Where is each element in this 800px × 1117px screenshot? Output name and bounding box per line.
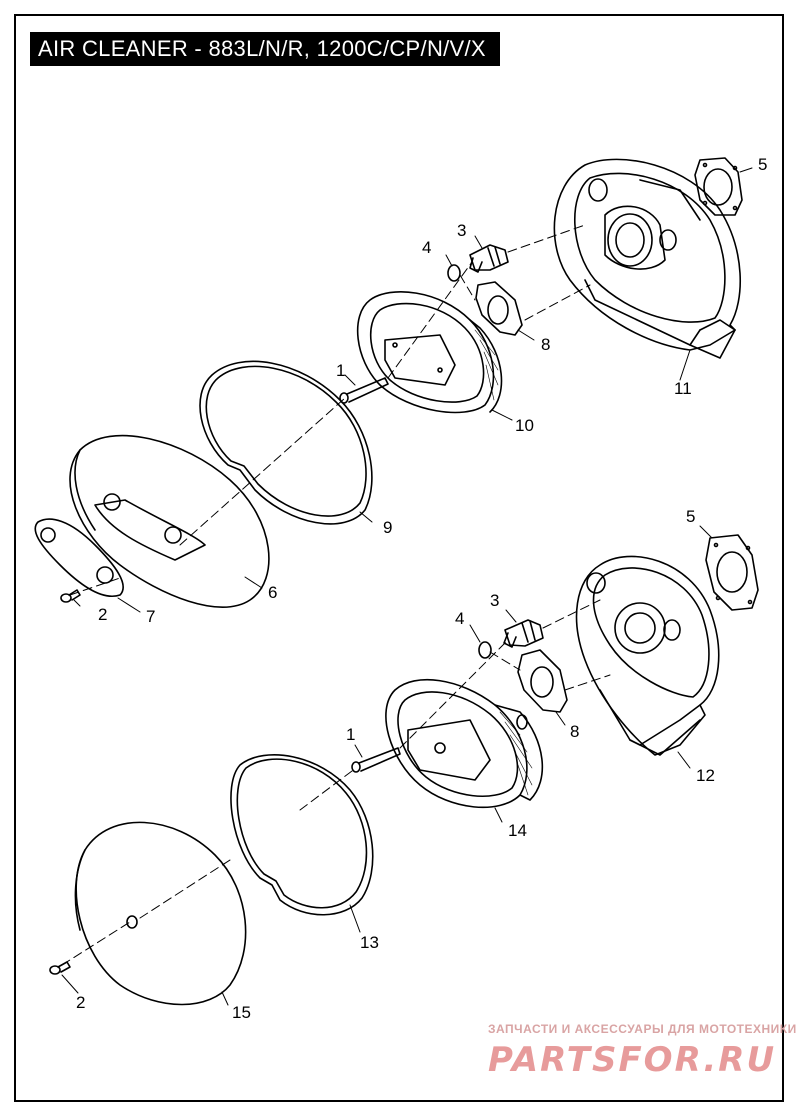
callout-bottom-12: 12 xyxy=(696,766,715,785)
screw-top-part1 xyxy=(339,377,389,404)
watermark-logo: PARTSFOR.RU xyxy=(488,1040,777,1080)
diagram-title: AIR CLEANER - 883L/N/R, 1200C/CP/N/V/X xyxy=(30,32,500,66)
seal-ring-bottom-part13 xyxy=(230,754,374,916)
callout-top-9: 9 xyxy=(383,518,392,537)
backplate-bottom-part12 xyxy=(575,555,720,756)
gasket-top-part5 xyxy=(694,157,743,216)
cover-bottom-part15 xyxy=(74,821,247,1006)
o-ring-bottom-part4 xyxy=(478,641,492,659)
callout-top-4: 4 xyxy=(422,238,431,257)
callout-bottom-2: 2 xyxy=(76,993,85,1012)
callout-top-1: 1 xyxy=(336,361,345,380)
callout-bottom-4: 4 xyxy=(455,609,464,628)
gasket-top-part8 xyxy=(475,281,523,336)
callout-top-3: 3 xyxy=(457,221,466,240)
gasket-bottom-part5 xyxy=(705,534,759,611)
watermark-tagline: ЗАПЧАСТИ И АКСЕССУАРЫ ДЛЯ МОТОТЕХНИКИ xyxy=(488,1022,797,1036)
callout-bottom-14: 14 xyxy=(508,821,527,840)
filter-element-bottom-part14 xyxy=(385,678,544,809)
screw-top-part2 xyxy=(60,589,81,603)
callout-bottom-1: 1 xyxy=(346,725,355,744)
callout-top-7: 7 xyxy=(146,607,155,626)
callout-bottom-13: 13 xyxy=(360,933,379,952)
seal-ring-top-part9 xyxy=(199,360,373,525)
callout-top-11: 11 xyxy=(674,379,692,398)
cover-top-part6 xyxy=(69,434,270,608)
breather-bolt-bottom-part3 xyxy=(503,619,544,648)
callout-bottom-5: 5 xyxy=(686,507,695,526)
callout-bottom-8: 8 xyxy=(570,722,579,741)
callout-top-2: 2 xyxy=(98,605,107,624)
callout-top-10: 10 xyxy=(515,416,534,435)
o-ring-top-part4 xyxy=(447,264,461,282)
callout-bottom-15: 15 xyxy=(232,1003,251,1022)
gasket-bottom-part8 xyxy=(517,649,568,713)
callout-top-5: 5 xyxy=(758,155,767,174)
breather-bolt-top-part3 xyxy=(469,244,509,273)
screw-bottom-part2 xyxy=(49,961,71,975)
callout-bottom-3: 3 xyxy=(490,591,499,610)
page-border xyxy=(14,14,784,1102)
screw-bottom-part1 xyxy=(351,747,401,773)
callout-top-6: 6 xyxy=(268,583,277,602)
backplate-top-part11 xyxy=(553,158,742,359)
callout-top-8: 8 xyxy=(541,335,550,354)
